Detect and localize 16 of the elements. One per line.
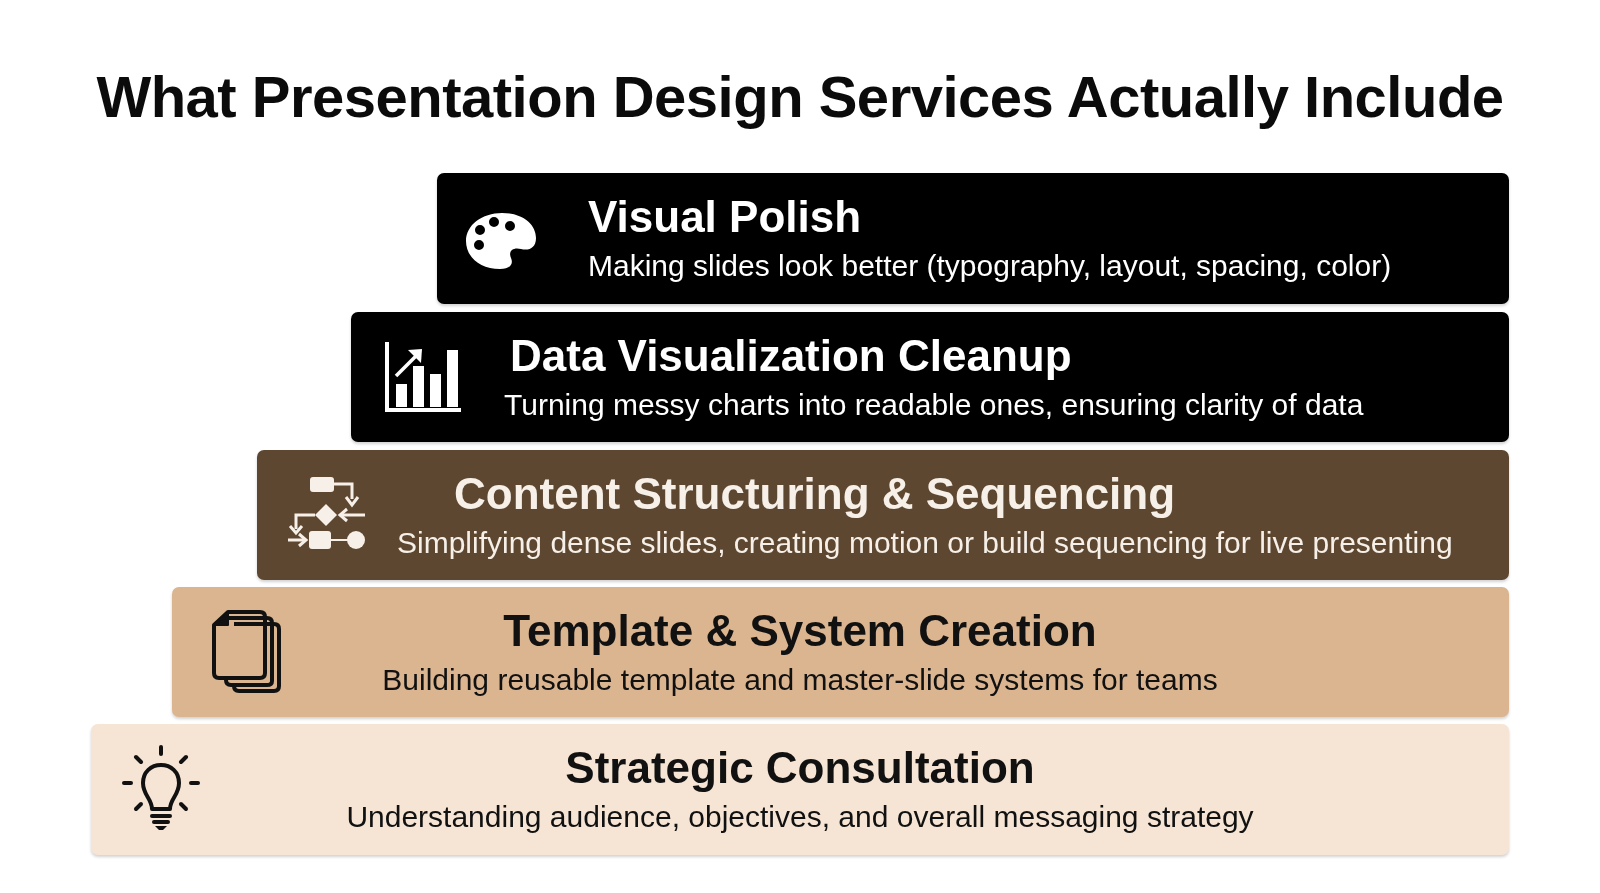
tier-heading: Content Structuring & Sequencing [454, 468, 1176, 520]
tier-heading: Template & System Creation [503, 605, 1097, 657]
tier-description: Making slides look better (typography, layout, spacing, color) [588, 248, 1392, 284]
tier-band [257, 450, 1509, 580]
diagram-title: What Presentation Design Services Actually Include [96, 63, 1504, 131]
tier-band [172, 587, 1509, 717]
tier-description: Turning messy charts into readable ones, ensuring clarity of data [504, 387, 1364, 423]
tier-band [91, 724, 1509, 855]
tier-description: Understanding audience, objectives, and overall messaging strategy [346, 799, 1254, 835]
tier-heading: Strategic Consultation [565, 742, 1035, 794]
tier-band [351, 312, 1509, 442]
tier-description: Building reusable template and master-slide systems for teams [382, 662, 1218, 698]
tier-band [437, 173, 1509, 304]
tier-heading: Visual Polish [588, 191, 862, 243]
tier-description: Simplifying dense slides, creating motion or build sequencing for live presenting [397, 525, 1453, 561]
tier-heading: Data Visualization Cleanup [510, 330, 1072, 382]
